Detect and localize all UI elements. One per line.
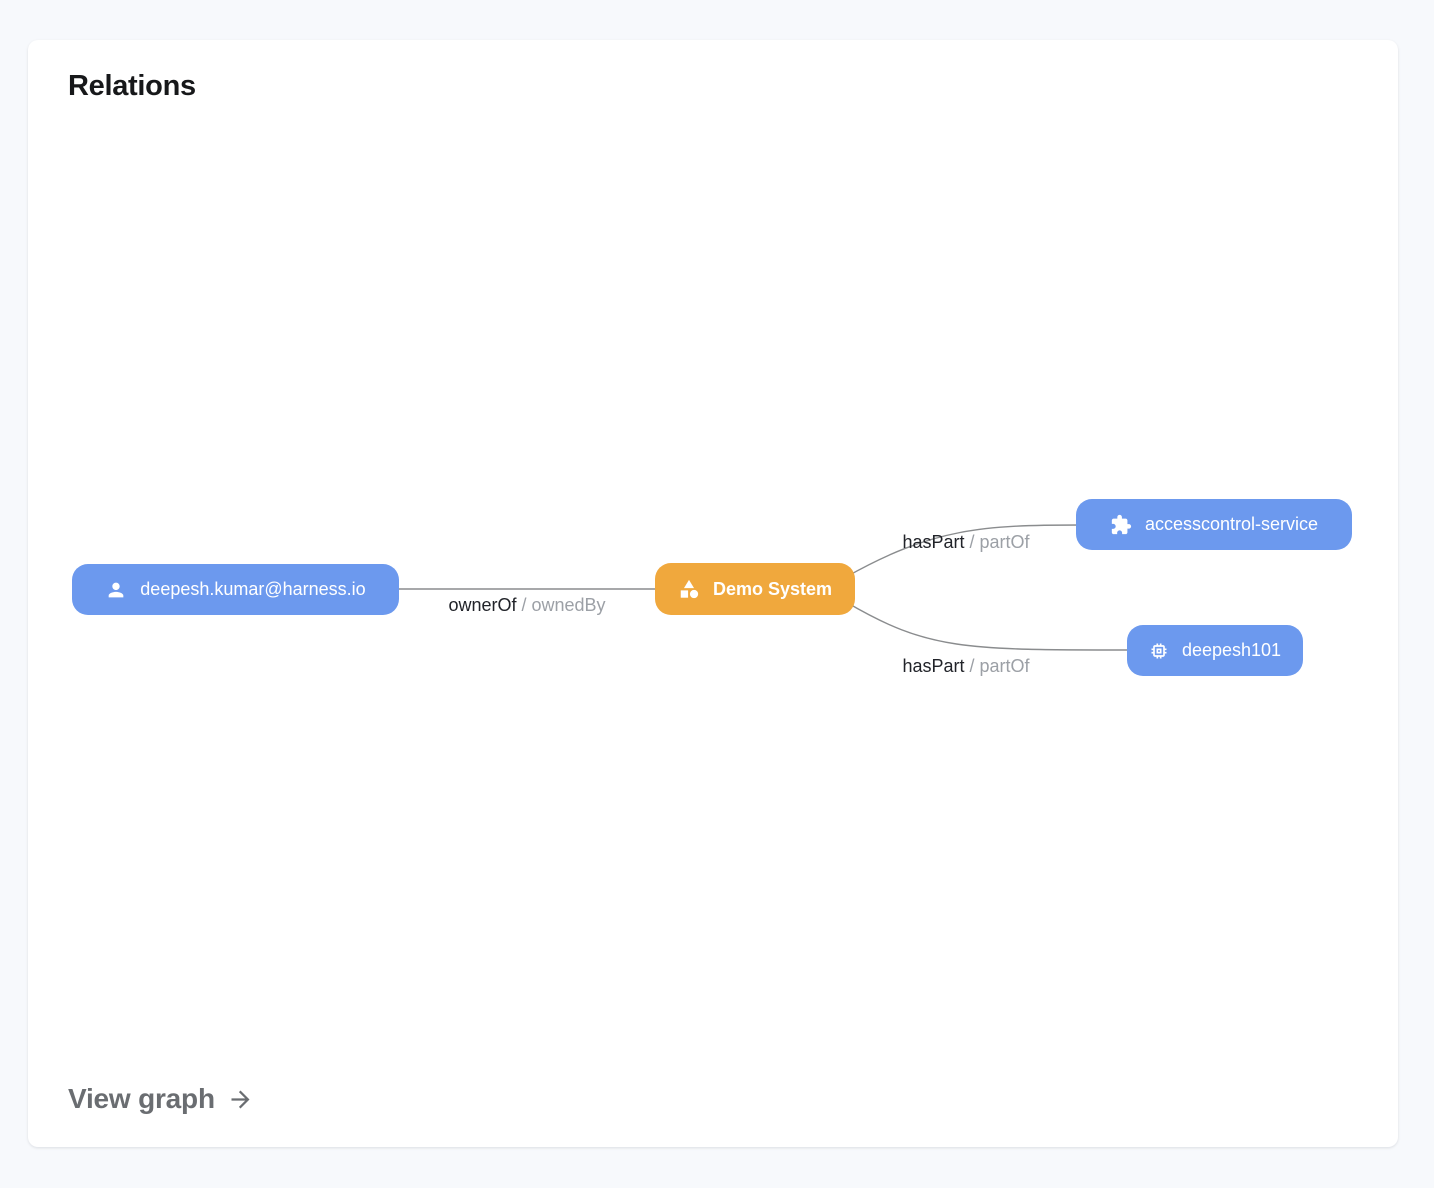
- relations-card: Relations deepesh.kumar@harness.io Demo …: [28, 40, 1398, 1147]
- graph-edges: [392, 524, 1134, 651]
- edge-label-secondary: partOf: [979, 532, 1030, 552]
- node-demo-system-label: Demo System: [712, 578, 833, 599]
- node-demo-system[interactable]: Demo System: [655, 563, 855, 615]
- node-user[interactable]: deepesh.kumar@harness.io: [72, 564, 399, 615]
- person-icon: [105, 579, 127, 601]
- edge-haspart-component: [845, 601, 1134, 651]
- edge-label-ownerof: ownerOf / ownedBy: [448, 595, 605, 616]
- edge-label-separator: /: [521, 595, 527, 615]
- arrow-right-icon: [227, 1086, 254, 1113]
- edge-label-separator: /: [969, 656, 975, 676]
- extension-icon: [1110, 514, 1132, 536]
- view-graph-link[interactable]: View graph: [68, 1083, 254, 1115]
- category-icon: [678, 578, 700, 600]
- edge-label-secondary: ownedBy: [531, 595, 606, 615]
- edge-label-separator: /: [969, 532, 975, 552]
- edge-label-primary: hasPart: [902, 532, 965, 552]
- node-accesscontrol-service[interactable]: accesscontrol-service: [1076, 499, 1352, 550]
- card-title: Relations: [68, 70, 196, 102]
- edge-label-primary: ownerOf: [448, 595, 517, 615]
- edge-haspart-service: [845, 524, 1083, 578]
- view-graph-label: View graph: [68, 1083, 215, 1114]
- memory-icon: [1149, 641, 1169, 661]
- edge-label-haspart-component: hasPart / partOf: [902, 656, 1029, 677]
- node-accesscontrol-service-label: accesscontrol-service: [1144, 514, 1319, 534]
- relations-graph: deepesh.kumar@harness.io Demo System acc…: [28, 40, 1398, 1147]
- edge-label-secondary: partOf: [979, 656, 1030, 676]
- edge-label-primary: hasPart: [902, 656, 965, 676]
- edge-label-haspart-service: hasPart / partOf: [902, 532, 1029, 553]
- node-deepesh101-label: deepesh101: [1181, 640, 1282, 660]
- node-deepesh101[interactable]: deepesh101: [1127, 625, 1303, 676]
- node-user-label: deepesh.kumar@harness.io: [140, 579, 366, 599]
